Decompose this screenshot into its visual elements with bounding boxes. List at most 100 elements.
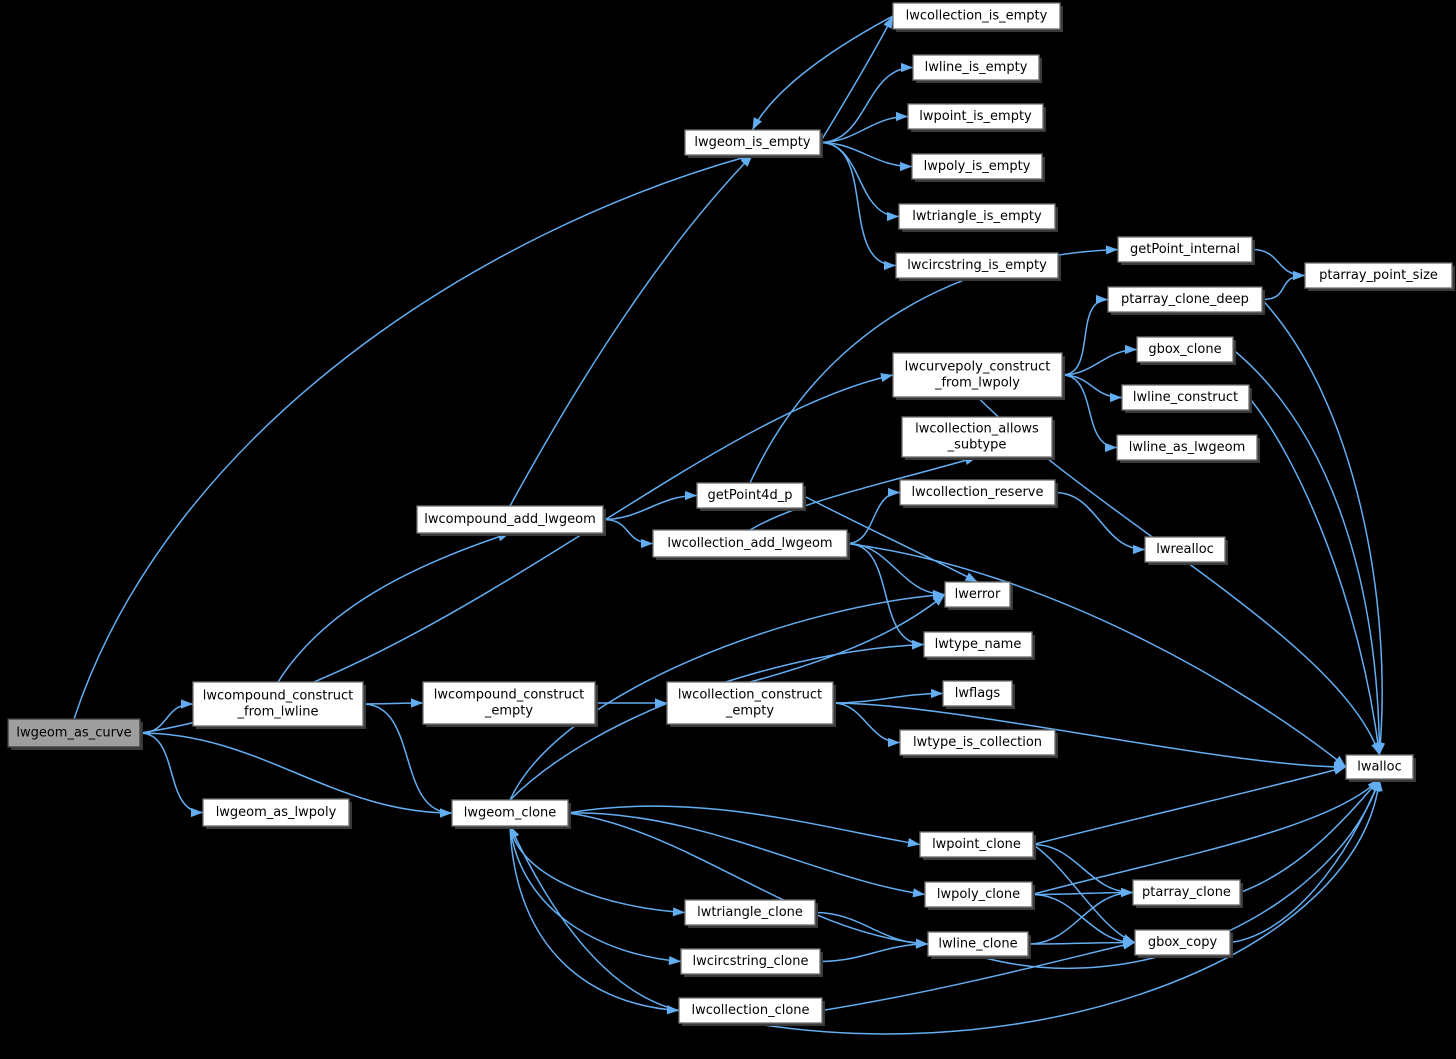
node-box[interactable]	[680, 948, 821, 975]
node-label: gbox_clone	[1148, 342, 1221, 357]
node-box[interactable]	[696, 482, 804, 509]
node-lwcompound_construct_empty[interactable]: lwcompound_construct_empty	[422, 681, 598, 727]
node-box[interactable]	[911, 153, 1043, 180]
edge-line	[819, 943, 929, 963]
node-lwgeom_is_empty[interactable]: lwgeom_is_empty	[684, 129, 823, 158]
node-box[interactable]	[899, 479, 1056, 506]
node-lwtriangle_clone[interactable]: lwtriangle_clone	[684, 899, 818, 928]
node-lwtype_is_collection[interactable]: lwtype_is_collection	[899, 729, 1058, 758]
node-lwline_clone[interactable]: lwline_clone	[927, 931, 1031, 959]
arrowhead-icon	[1105, 442, 1117, 453]
node-box[interactable]	[898, 203, 1056, 230]
arrowhead-icon	[752, 117, 762, 130]
node-box[interactable]	[919, 831, 1034, 858]
node-label: lwpoly_is_empty	[924, 159, 1031, 174]
node-label: lwcollection_allows	[915, 422, 1039, 437]
node-box[interactable]	[1121, 384, 1250, 411]
node-box[interactable]	[1144, 536, 1226, 563]
node-lwcompound_add_lwgeom[interactable]: lwcompound_add_lwgeom	[416, 505, 606, 536]
node-lwpoly_is_empty[interactable]: lwpoly_is_empty	[911, 153, 1045, 182]
node-box[interactable]	[684, 129, 821, 156]
node-box[interactable]	[192, 681, 364, 727]
node-lwpoly_clone[interactable]: lwpoly_clone	[924, 881, 1035, 910]
node-box[interactable]	[1107, 286, 1263, 313]
node-lwtype_name[interactable]: lwtype_name	[923, 631, 1035, 660]
node-box[interactable]	[1134, 929, 1231, 956]
node-ptarray_clone[interactable]: ptarray_clone	[1132, 879, 1243, 908]
arrowhead-icon	[668, 955, 681, 966]
node-box[interactable]	[892, 2, 1061, 30]
node-lwtriangle_is_empty[interactable]: lwtriangle_is_empty	[898, 203, 1058, 232]
node-box[interactable]	[923, 631, 1033, 658]
edge-lwgeom_is_empty--lwcollection_is_empty	[819, 15, 894, 143]
node-box[interactable]	[678, 997, 823, 1024]
node-lwcollection_is_empty[interactable]: lwcollection_is_empty	[892, 2, 1063, 32]
node-box[interactable]	[684, 899, 816, 926]
node-box[interactable]	[1116, 434, 1258, 461]
arrowhead-icon	[685, 490, 697, 501]
node-lwpoint_is_empty[interactable]: lwpoint_is_empty	[907, 103, 1046, 132]
node-box[interactable]	[1117, 236, 1253, 263]
node-lwcollection_add_lwgeom[interactable]: lwcollection_add_lwgeom	[652, 529, 850, 560]
edge-line	[277, 532, 511, 683]
node-box[interactable]	[1136, 336, 1234, 363]
node-box[interactable]	[422, 681, 596, 725]
node-box[interactable]	[451, 799, 569, 827]
node-gbox_copy[interactable]: gbox_copy	[1134, 929, 1233, 958]
edge-lwgeom_clone--lwpoly_clone	[567, 812, 926, 898]
node-box[interactable]	[1132, 879, 1241, 906]
node-box[interactable]	[942, 680, 1013, 707]
node-getPoint_internal[interactable]: getPoint_internal	[1117, 236, 1255, 265]
node-lwline_is_empty[interactable]: lwline_is_empty	[912, 54, 1042, 83]
node-lwrealloc[interactable]: lwrealloc	[1144, 536, 1228, 565]
node-box[interactable]	[416, 505, 604, 534]
node-box[interactable]	[901, 416, 1053, 458]
arrowhead-icon	[1105, 245, 1118, 255]
node-box[interactable]	[899, 729, 1056, 756]
node-lwline_as_lwgeom[interactable]: lwline_as_lwgeom	[1116, 434, 1260, 463]
node-ptarray_clone_deep[interactable]: ptarray_clone_deep	[1107, 286, 1265, 315]
node-lwerror[interactable]: lwerror	[944, 581, 1013, 610]
node-lwgeom_clone[interactable]: lwgeom_clone	[451, 799, 571, 829]
node-lwline_construct[interactable]: lwline_construct	[1121, 384, 1252, 413]
node-lwcollection_allows_subtype[interactable]: lwcollection_allows_subtype	[901, 416, 1055, 460]
node-lwcircstring_clone[interactable]: lwcircstring_clone	[680, 948, 823, 977]
node-lwcircstring_is_empty[interactable]: lwcircstring_is_empty	[895, 252, 1061, 281]
node-ptarray_point_size[interactable]: ptarray_point_size	[1304, 262, 1455, 291]
node-lwcollection_construct_empty[interactable]: lwcollection_construct_empty	[666, 681, 836, 727]
node-lwcollection_reserve[interactable]: lwcollection_reserve	[899, 479, 1058, 508]
node-lwgeom_as_lwpoly[interactable]: lwgeom_as_lwpoly	[202, 798, 352, 829]
node-lwflags[interactable]: lwflags	[942, 680, 1015, 709]
node-box[interactable]	[907, 103, 1044, 130]
arrowhead-icon	[1368, 779, 1380, 792]
node-box[interactable]	[666, 681, 834, 725]
node-label: ptarray_clone_deep	[1121, 292, 1249, 307]
arrowhead-icon	[964, 572, 978, 582]
node-lwcollection_clone[interactable]: lwcollection_clone	[678, 997, 825, 1026]
node-lwcompound_construct_from_lwline[interactable]: lwcompound_construct_from_lwline	[192, 681, 366, 729]
node-box[interactable]	[652, 529, 848, 558]
node-box[interactable]	[1345, 754, 1414, 780]
node-lwcurvepoly_construct_from_lwpoly[interactable]: lwcurvepoly_construct_from_lwpoly	[892, 352, 1065, 400]
edge-line	[509, 825, 680, 1012]
edge-ptarray_clone_deep--ptarray_point_size	[1261, 270, 1306, 301]
node-box[interactable]	[927, 931, 1029, 957]
node-box[interactable]	[892, 352, 1063, 398]
edge-lwgeom_clone--lwcollection_clone	[509, 825, 680, 1015]
arrowhead-icon	[1110, 392, 1122, 403]
edge-lwcollection_clone--lwgeom_clone	[509, 825, 680, 1012]
edge-line	[749, 593, 946, 683]
node-getPoint4d_p[interactable]: getPoint4d_p	[696, 482, 806, 511]
node-box[interactable]	[912, 54, 1040, 81]
node-lwalloc[interactable]: lwalloc	[1345, 754, 1416, 782]
arrowhead-icon	[641, 538, 653, 549]
edge-line	[846, 491, 901, 545]
node-box[interactable]	[944, 581, 1011, 608]
node-box[interactable]	[895, 252, 1059, 279]
node-lwpoint_clone[interactable]: lwpoint_clone	[919, 831, 1036, 860]
node-box[interactable]	[1304, 262, 1453, 289]
node-gbox_clone[interactable]: gbox_clone	[1136, 336, 1236, 365]
node-box[interactable]	[202, 798, 350, 827]
node-box[interactable]	[924, 881, 1033, 908]
